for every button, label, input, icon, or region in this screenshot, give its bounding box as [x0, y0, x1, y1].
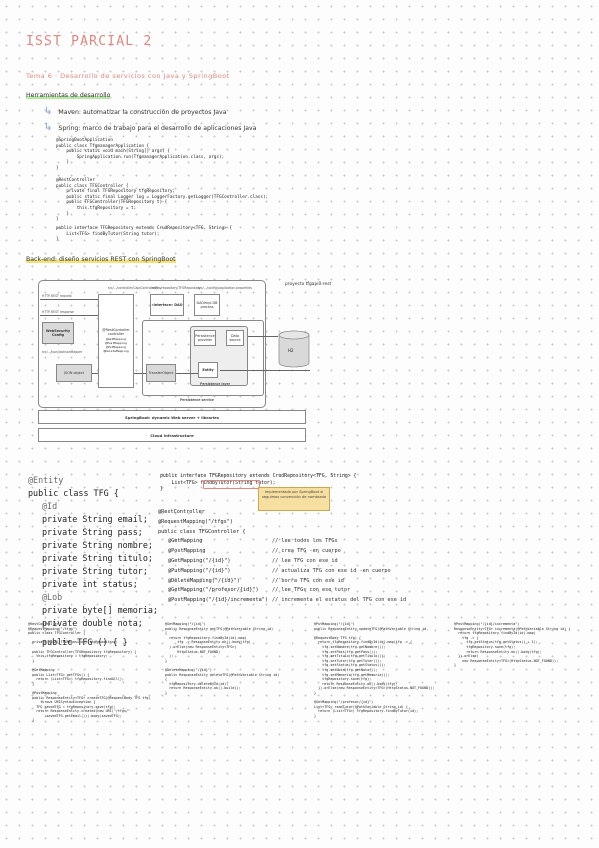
- entity-field: private double nota;: [42, 618, 143, 628]
- entity-constructor: public TFG () { }: [42, 637, 128, 647]
- data-source-box: Data source: [226, 330, 244, 346]
- entity-field: private int status;: [42, 579, 138, 589]
- entity-class-decl: public class TFG {: [28, 488, 119, 498]
- entity-db-connector: [220, 370, 310, 371]
- sticky-note: Implementado por SpringBoot si seguimos …: [258, 487, 330, 511]
- infrastructure-bar: Cloud Infrastructure: [38, 428, 306, 442]
- mapping-row: @GetMapping("/{id}") // lee TFG con ese i…: [158, 557, 406, 567]
- findbytutor-highlight: [203, 480, 260, 489]
- db-connector: [248, 336, 278, 337]
- arrow-icon: ↳: [44, 122, 53, 133]
- tools-heading-text: Herramientas de desarrollo: [26, 92, 111, 99]
- repository-code: public interface TFGRepository extends C…: [160, 474, 357, 493]
- mapping-comment: // actualiza TFG con ese id -en cuerpo: [272, 567, 391, 574]
- json-object-box: JSON object: [56, 364, 92, 382]
- entity-field: private String titulo;: [42, 553, 153, 563]
- entity-box: Entity: [198, 362, 218, 378]
- entity-annotation: @Entity: [28, 475, 64, 485]
- transfer-object-box: TransferObject: [146, 364, 176, 382]
- persistence-service-label: Persistence service: [180, 398, 214, 402]
- bottom-code-3: @PutMapping("/{id}") public ResponseEnti…: [314, 622, 435, 718]
- mapping-list: @GetMapping // lee todos los TFGs @PostMap…: [158, 537, 406, 606]
- controller-methods: @GetMapping @PostMapping @PutMapping @De…: [103, 337, 129, 353]
- db-label: H2: [288, 348, 294, 353]
- code-springboot-app: @SpringBootApplication public class Tfgm…: [56, 138, 225, 171]
- code-rest-controller: @RestController public class TFGControll…: [56, 178, 269, 223]
- controller-label: @RestController controller: [102, 328, 130, 337]
- project-label: proyecto tfgapi0-rest: [285, 282, 332, 287]
- database-icon: [278, 330, 310, 368]
- json-connector: [92, 373, 98, 374]
- code-line: @RestController: [158, 509, 205, 515]
- persistence-layer-label: Persistence layer: [200, 382, 231, 386]
- mapping-comment: // lee TFG con ese id: [272, 557, 338, 564]
- page-title: ISST PARCIAL 2: [26, 34, 153, 49]
- controller-mapping-block: @RestController @RequestMapping("/tfgs")…: [158, 508, 406, 606]
- entity-connector: [176, 373, 198, 374]
- response-arrow: [40, 315, 100, 316]
- persistence-provider-box: Persistence provider: [194, 330, 216, 346]
- websecurity-config-box: WebSecurity Config: [42, 322, 74, 344]
- transfer-connector: [134, 373, 146, 374]
- request-arrow: [40, 299, 100, 300]
- mapping-annotation: @GetMapping: [168, 538, 203, 545]
- entity-field: private String pass;: [42, 527, 143, 537]
- mapping-annotation: @PostMapping: [168, 548, 206, 555]
- http-response-label: HTTP-REST response: [42, 310, 74, 314]
- id-annotation: @Id: [42, 501, 58, 511]
- entity-field: private String email;: [42, 514, 148, 524]
- code-line: public class TFGController {: [158, 528, 246, 535]
- springboot-bar: SpringBoot: dynamic Web server + librari…: [38, 410, 306, 424]
- entity-field: private byte[] memoria;: [42, 605, 158, 615]
- controller-box: @RestController controller @GetMapping @…: [98, 294, 134, 388]
- mapping-comment: // crea TFG -en cuerpo: [272, 548, 341, 555]
- mapping-row: @GetMapping // lee todos los TFGs: [158, 537, 406, 547]
- entity-field: private String tutor;: [42, 566, 148, 576]
- bottom-code-4: @PostMapping("/{id}/incrementa") Respons…: [454, 622, 571, 668]
- topic-heading: Tema 6 · Desarrollo de servicios con Jav…: [26, 72, 230, 80]
- tools-heading: Herramientas de desarrollo: [26, 92, 111, 99]
- mapping-annotation: @PostMapping("/{id}/incrementa"): [168, 597, 268, 604]
- mapping-row: @DeleteMapping("/{id}") // borra TFG con …: [158, 577, 406, 587]
- persistence-service-frame: [142, 320, 264, 396]
- dao-interface-box: «interface» DAO: [150, 294, 184, 316]
- entity-field: private String nombre;: [42, 540, 153, 550]
- bottom-code-2: @GetMapping("/{id}") public ResponseEnti…: [165, 622, 280, 695]
- tool-item-maven: ↳ Maven: automatizar la construcción de p…: [44, 106, 226, 117]
- daoimpl-box: DAOImpl DB process: [194, 294, 220, 316]
- server-frame: [38, 280, 266, 408]
- mapping-row: @PutMapping("/{id}") // actualiza TFG con…: [158, 567, 406, 577]
- architecture-diagram: proyecto tfgapi0-rest src/.../controller…: [30, 278, 331, 450]
- mapping-row: @PostMapping("/{id}/incrementa") // incre…: [158, 596, 406, 606]
- backend-heading-text: Back-end: diseño servicios REST con Spri…: [26, 256, 176, 263]
- tool-item-label: Maven: automatizar la construcción de pr…: [58, 109, 227, 116]
- label-top-2: src/.../repository/TFGRepository: [152, 286, 201, 290]
- mapping-comment: // lee TFGs con ese tutor: [272, 587, 351, 594]
- mapping-annotation: @GetMapping("/profesor/{id}"): [168, 587, 259, 594]
- bottom-code-1: @RestController @RequestMapping("/tfgs")…: [28, 622, 151, 723]
- entity-code-block: @Entity public class TFG { @Id private S…: [28, 474, 158, 649]
- label-top-1: src/.../controller/CajaControllerRes: [108, 286, 161, 290]
- label-top-3: src/.../config/application.properties: [198, 286, 252, 290]
- backend-heading: Back-end: diseño servicios REST con Spri…: [26, 256, 176, 263]
- mapping-comment: // lee todos los TFGs: [272, 538, 338, 545]
- mapping-comment: // borra TFG con ese id: [272, 577, 344, 584]
- mapping-row: @GetMapping("/profesor/{id}") // lee TFGs…: [158, 586, 406, 596]
- tool-item-spring: ↳ Spring: marco de trabajo para el desarr…: [44, 122, 256, 133]
- lob-annotation: @Lob: [42, 592, 63, 602]
- mapping-annotation: @PutMapping("/{id}"): [168, 567, 231, 574]
- mapping-annotation: @DeleteMapping("/{id}"): [168, 577, 240, 584]
- http-request-label: HTTP-REST request: [42, 294, 72, 298]
- code-repository-small: public interface TFGRepository extends C…: [56, 226, 232, 243]
- mapping-annotation: @GetMapping("/{id}"): [168, 557, 231, 564]
- mapping-row: @PostMapping // crea TFG -en cuerpo: [158, 547, 406, 557]
- mapping-comment: // incrementa el estatus del TFG con ese…: [272, 597, 407, 604]
- code-line: @RequestMapping("/tfgs"): [158, 518, 233, 525]
- arrow-icon: ↳: [44, 106, 53, 117]
- tool-item-label: Spring: marco de trabajo para el desarro…: [58, 125, 257, 132]
- label-json: src/.../json/JacksonMapper: [42, 350, 83, 354]
